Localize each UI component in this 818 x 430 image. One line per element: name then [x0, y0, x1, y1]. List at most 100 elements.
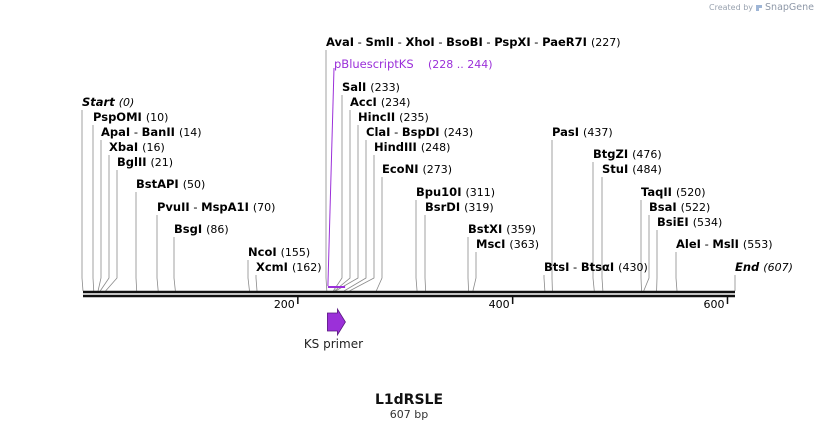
site-position: (319)	[464, 201, 494, 214]
site-position: (607)	[763, 261, 793, 274]
site-position: (155)	[281, 246, 311, 259]
ruler-tick-label: 600	[703, 298, 724, 311]
site-connector-econi	[375, 177, 383, 292]
feature-range: (228 .. 244)	[428, 58, 493, 71]
site-label-bsiei[interactable]: BsiEI (534)	[657, 215, 722, 229]
site-label-econi[interactable]: EcoNI (273)	[382, 162, 452, 176]
site-name: XbaI	[109, 140, 138, 154]
credit-prefix: Created by	[709, 3, 754, 12]
site-connector-taqii	[640, 200, 642, 292]
site-position: (70)	[253, 201, 276, 214]
site-label-start[interactable]: Start (0)	[82, 95, 134, 109]
site-position: (16)	[142, 141, 165, 154]
site-name-separator: -	[701, 237, 712, 251]
site-name: SalI	[342, 80, 366, 94]
site-connector-bpu10i	[415, 200, 418, 292]
site-name: ClaI	[366, 125, 390, 139]
site-name: BanII	[142, 125, 175, 139]
site-label-hincii[interactable]: HincII (235)	[358, 110, 429, 124]
site-connector-avai	[325, 50, 328, 292]
site-name-separator: -	[435, 35, 446, 49]
site-label-apai[interactable]: ApaI - BanII (14)	[101, 125, 202, 139]
site-name: BtsI	[544, 260, 569, 274]
site-label-bsai[interactable]: BsaI (522)	[649, 200, 710, 214]
site-label-btsi[interactable]: BtsI - BtsαI (430)	[544, 260, 648, 274]
site-name: MslI	[712, 237, 739, 251]
site-connector-bglii	[105, 170, 118, 292]
snapgene-credit: Created by SnapGene	[709, 2, 814, 13]
site-name: PspOMI	[93, 110, 142, 124]
site-position: (162)	[292, 261, 322, 274]
site-label-pspomi[interactable]: PspOMI (10)	[93, 110, 168, 124]
site-name: HindIII	[374, 140, 417, 154]
site-position: (476)	[632, 148, 662, 161]
site-connector-xcmi	[255, 275, 258, 292]
site-connector-msci	[472, 252, 477, 292]
feature-name: pBluescriptKS	[334, 57, 414, 71]
site-label-pasi[interactable]: PasI (437)	[552, 125, 613, 139]
site-name: XcmI	[256, 260, 288, 274]
site-name: HincII	[358, 110, 395, 124]
site-position: (86)	[206, 223, 229, 236]
site-label-xcmi[interactable]: XcmI (162)	[256, 260, 322, 274]
site-label-msci[interactable]: MscI (363)	[476, 237, 539, 251]
primer-ks[interactable]: KS primer	[304, 307, 363, 351]
site-position: (227)	[591, 36, 621, 49]
site-label-sali[interactable]: SalI (233)	[342, 80, 400, 94]
site-label-hindiii[interactable]: HindIII (248)	[374, 140, 450, 154]
site-label-alei[interactable]: AleI - MslI (553)	[676, 237, 773, 251]
primer-name: KS primer	[304, 337, 363, 351]
site-name: EcoNI	[382, 162, 418, 176]
site-connector-bsai	[643, 215, 650, 292]
feature-pbluescriptks[interactable]: pBluescriptKS (228 .. 244)	[327, 57, 493, 288]
site-position: (248)	[421, 141, 451, 154]
site-position: (0)	[119, 96, 135, 109]
site-connector-alei	[675, 252, 678, 292]
map-length: 607 bp	[390, 408, 428, 421]
site-name: PspXI	[494, 35, 530, 49]
site-connector-pspomi	[92, 125, 95, 292]
site-name: BsoBI	[446, 35, 483, 49]
site-label-avai[interactable]: AvaI - SmlI - XhoI - BsoBI - PspXI - Pae…	[326, 35, 621, 49]
site-name: BstAPI	[136, 177, 179, 191]
feature-leader-line	[327, 67, 335, 287]
site-name: Start	[82, 95, 115, 109]
site-name-separator: -	[390, 125, 401, 139]
site-name: ApaI	[101, 125, 130, 139]
site-position: (311)	[465, 186, 495, 199]
site-connector-bstapi	[135, 192, 138, 292]
site-connector-apai	[97, 140, 102, 292]
site-label-pvuii[interactable]: PvuII - MspA1I (70)	[157, 200, 275, 214]
site-label-clai[interactable]: ClaI - BspDI (243)	[366, 125, 473, 139]
site-name: AccI	[350, 95, 377, 109]
site-label-bstxi[interactable]: BstXI (359)	[468, 222, 536, 236]
site-label-bglii[interactable]: BglII (21)	[117, 155, 173, 169]
site-label-btgzi[interactable]: BtgZI (476)	[593, 147, 662, 161]
site-connector-bsrdi	[424, 215, 427, 292]
site-label-stui[interactable]: StuI (484)	[602, 162, 662, 176]
site-label-bsgi[interactable]: BsgI (86)	[174, 222, 229, 236]
site-name: AvaI	[326, 35, 354, 49]
site-connector-btsi	[543, 275, 546, 292]
site-label-bstapi[interactable]: BstAPI (50)	[136, 177, 205, 191]
site-label-end[interactable]: End (607)	[735, 260, 793, 274]
site-name: BtsαI	[581, 260, 614, 274]
site-position: (50)	[183, 178, 206, 191]
site-label-xbai[interactable]: XbaI (16)	[109, 140, 165, 154]
site-labels: Start (0)PspOMI (10)ApaI - BanII (14)Xba…	[82, 35, 793, 274]
site-position: (233)	[370, 81, 400, 94]
site-label-bsrdi[interactable]: BsrDI (319)	[425, 200, 494, 214]
site-position: (522)	[681, 201, 711, 214]
site-name: StuI	[602, 162, 628, 176]
site-connector-bstxi	[467, 237, 470, 292]
site-label-bpu10i[interactable]: Bpu10I (311)	[416, 185, 495, 199]
site-name: SmlI	[366, 35, 395, 49]
site-label-taqii[interactable]: TaqII (520)	[641, 185, 706, 199]
site-position: (10)	[146, 111, 169, 124]
site-name: BsaI	[649, 200, 677, 214]
site-label-acci[interactable]: AccI (234)	[350, 95, 410, 109]
site-connector-hincii	[335, 125, 359, 292]
site-label-ncoi[interactable]: NcoI (155)	[248, 245, 310, 259]
